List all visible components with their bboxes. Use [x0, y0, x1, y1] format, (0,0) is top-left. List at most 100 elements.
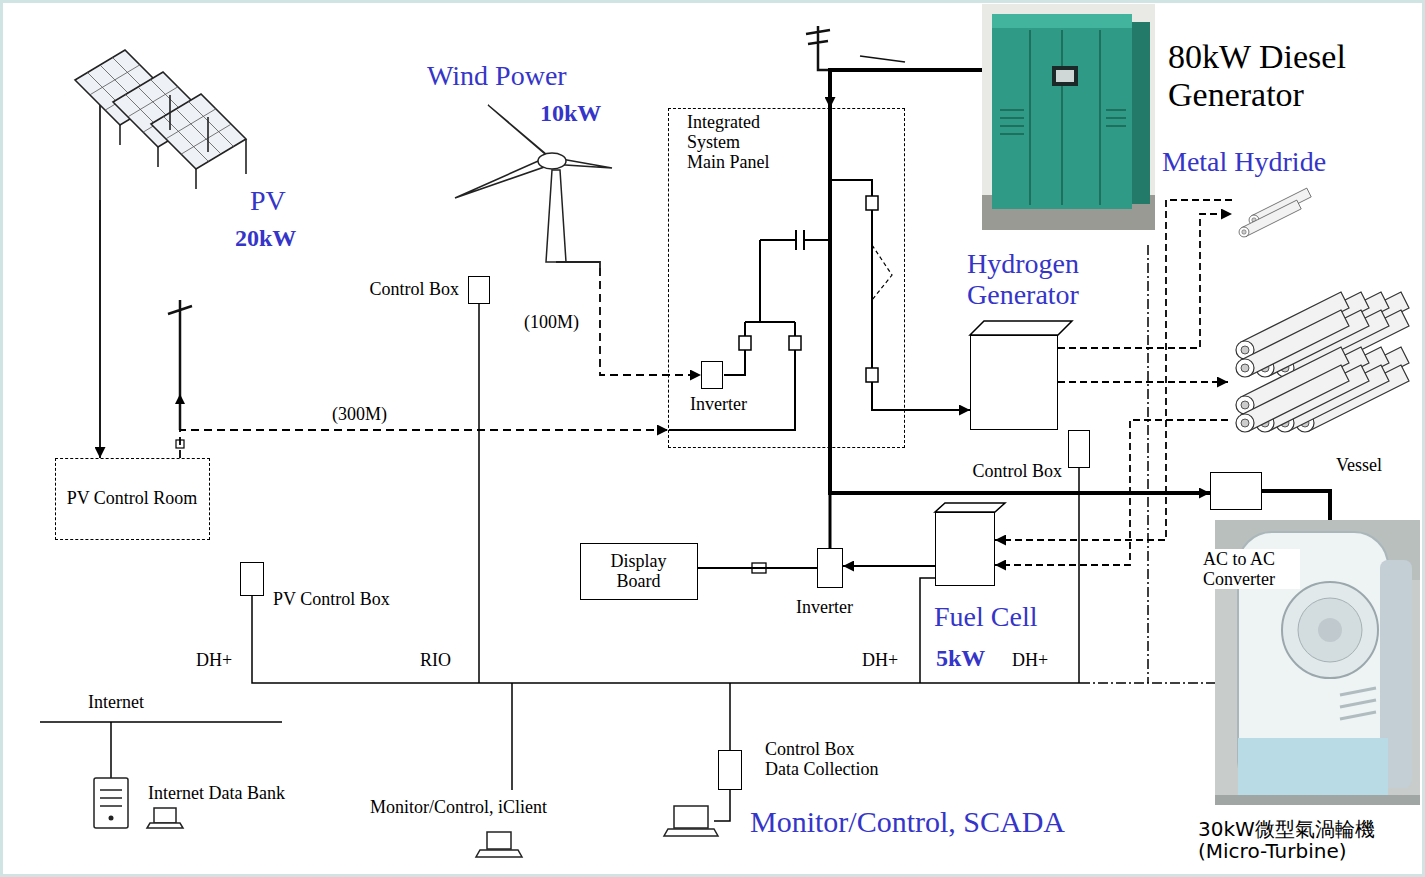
computer-icon — [664, 829, 718, 836]
computer-icon — [487, 832, 511, 849]
hydride-tank — [1239, 200, 1301, 237]
gas-tank-bundle — [1236, 365, 1349, 432]
stack-unit-box: Fuel Cell5kW — [935, 512, 995, 586]
diesel-photo — [982, 4, 1155, 230]
diesel-photo — [1132, 22, 1150, 204]
node-label: Metal Hydride — [1162, 146, 1326, 177]
generator-photo-node: 80kW Diesel Generator — [982, 4, 1155, 230]
power-converter-box: Inverter — [701, 361, 723, 389]
node-label: Wind Power — [427, 60, 567, 91]
server-icon-node: Internet Data Bank — [94, 778, 128, 828]
cable-length-label: (100M) — [522, 312, 581, 332]
controller-box: Control Box — [1068, 430, 1090, 468]
bus-protocol-label: DH+ — [862, 650, 898, 670]
node-label: Fuel Cell — [934, 601, 1037, 632]
laptop-icon-node: Monitor/Control, iClient — [482, 832, 516, 858]
utility-pole — [168, 300, 192, 430]
wind-turbine — [546, 170, 566, 262]
bus-wiring — [252, 304, 1080, 790]
main-panel-box: Integrated System Main PanelInverter — [668, 108, 905, 448]
node-label: Inverter — [690, 394, 747, 414]
diesel-photo — [992, 14, 1132, 209]
wind-turbine — [455, 158, 550, 198]
gas-tank-bundle-node: Vessel — [1228, 292, 1418, 440]
panel-wiring — [669, 108, 905, 448]
bus-wiring — [40, 245, 1215, 790]
diesel-photo — [982, 4, 1155, 230]
node-label: PV Control Room — [67, 488, 198, 508]
solar-array-node: PV20kW — [68, 42, 253, 200]
utility-pole — [806, 26, 830, 70]
connector-line — [1058, 214, 1232, 348]
turbine-photo — [1215, 795, 1420, 805]
bus-wiring — [40, 722, 282, 778]
computer-icon — [476, 850, 522, 857]
connector-line — [180, 430, 668, 458]
power-rating: 5kW — [936, 645, 985, 672]
computer-icon — [109, 816, 114, 821]
panel-wiring — [789, 336, 801, 350]
panel-wiring — [760, 230, 830, 250]
solar-array — [120, 95, 246, 189]
solar-array — [75, 50, 246, 200]
node-label: 80kW Diesel Generator — [1168, 38, 1398, 114]
turbine-photo — [1298, 598, 1362, 662]
hydrogen-unit-box: Hydrogen Generator — [970, 335, 1058, 430]
panel-wiring — [866, 368, 878, 382]
computer-icon — [147, 823, 183, 828]
node-label: Monitor/Control, iClient — [370, 797, 547, 817]
laptop-icon-node: Monitor/Control, SCADA — [668, 806, 714, 836]
panel-wiring — [669, 240, 795, 430]
node-label: PV — [250, 185, 286, 216]
computer-icon — [94, 778, 128, 828]
diesel-photo — [1056, 70, 1074, 82]
turbine-photo — [1340, 688, 1376, 719]
utility-pole — [860, 56, 905, 62]
power-converter-box: Inverter — [817, 548, 843, 588]
diesel-photo — [1000, 110, 1126, 134]
cabinet-top-face — [935, 321, 1072, 512]
solar-array — [151, 94, 246, 169]
solar-array — [99, 104, 101, 200]
controller-box: PV Control Box — [240, 562, 264, 596]
connector-line — [843, 565, 935, 567]
connector-line — [995, 420, 1228, 565]
node-label: 30kW微型氣渦輪機(Micro-Turbine) — [1198, 818, 1418, 863]
network-label: Internet — [88, 692, 144, 712]
turbine-photo — [1318, 618, 1342, 642]
bus-protocol-label: DH+ — [1012, 650, 1048, 670]
node-label: Control Box — [329, 279, 459, 299]
bus-wiring — [1080, 245, 1215, 683]
connector-line — [1058, 381, 1228, 383]
node-label: Monitor/Control, SCADA — [750, 805, 1065, 839]
computer-icon — [154, 808, 176, 823]
wind-turbine — [556, 262, 600, 268]
computer-icon — [94, 778, 718, 857]
panel-wiring — [872, 245, 892, 300]
turbine-photo — [1238, 738, 1388, 800]
ac-converter-box: AC to AC Converter — [1210, 472, 1262, 510]
power-rating: 20kW — [235, 225, 296, 252]
power-rating: 10kW — [540, 100, 601, 127]
panel-wiring — [866, 196, 878, 210]
computer-icon — [674, 806, 708, 828]
wind-turbine — [538, 153, 566, 169]
controller-box: Control Box Data Collection — [718, 750, 742, 790]
node-label: AC to AC Converter — [1201, 549, 1300, 589]
computer-icon — [100, 790, 122, 806]
diesel-photo — [992, 14, 1132, 28]
node-label: Hydrogen Generator — [967, 248, 1137, 311]
connector-line — [1262, 491, 1330, 520]
connector-line — [905, 409, 970, 411]
bus-protocol-label: RIO — [420, 650, 451, 670]
controller-box: Control Box — [468, 276, 490, 304]
connector-line — [600, 268, 701, 375]
node-label: Control Box Data Collection — [765, 739, 885, 779]
cabinet-top-face — [970, 321, 1072, 335]
wind-turbine-node: Wind Power10kW — [435, 95, 625, 268]
connector-line — [830, 448, 1210, 493]
node-label: Internet Data Bank — [148, 783, 285, 803]
